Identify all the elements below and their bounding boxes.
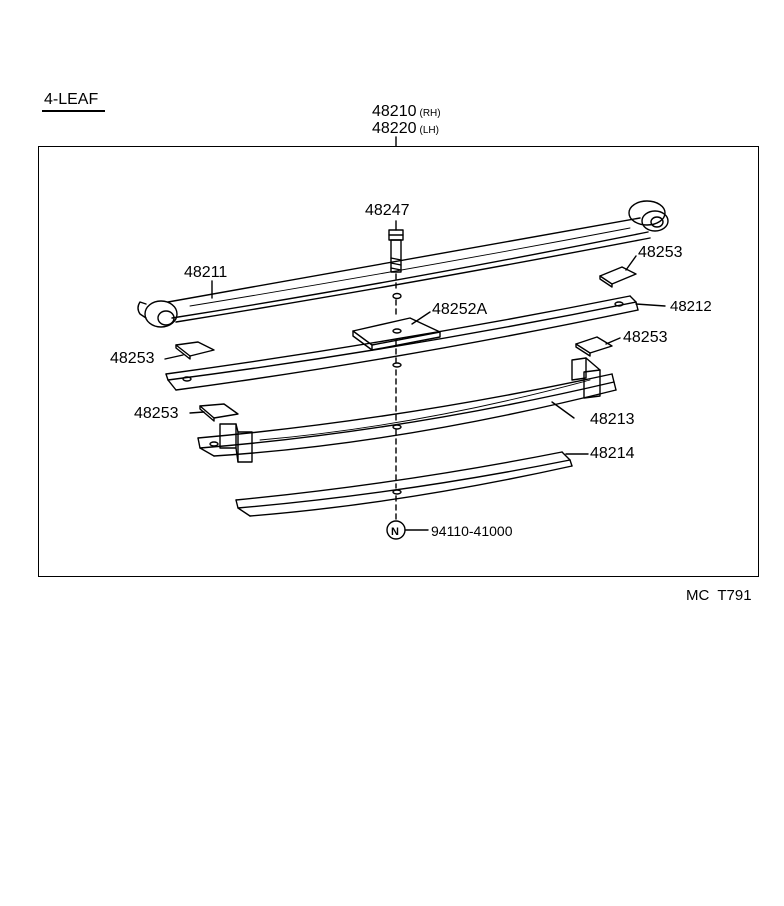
lh-part-number: 48220: [372, 120, 417, 137]
callout-48213: 48213: [590, 411, 635, 428]
callout-48212: 48212: [670, 298, 712, 315]
third-leaf-48213: [197, 357, 617, 463]
assembly-lh-part-number: 48220(LH): [372, 121, 439, 139]
callout-48214: 48214: [590, 445, 635, 462]
figure-code: MC T791: [686, 587, 752, 604]
fourth-leaf-48214: [235, 451, 573, 517]
leader-48253-left-upper: [164, 354, 184, 360]
liner-pad-left-upper: [175, 341, 215, 360]
callout-48253-mid-right: 48253: [623, 329, 668, 346]
main-leaf-48211: [137, 200, 669, 328]
liner-pad-top-right: [599, 266, 637, 288]
callout-94110-41000: 94110-41000: [431, 523, 513, 539]
lh-suffix: (LH): [419, 125, 439, 136]
leader-48253-top: [625, 255, 637, 271]
nut-symbol-letter: N: [391, 526, 399, 538]
leader-48213: [551, 401, 575, 419]
leader-lines: [164, 220, 666, 531]
leader-48253-left-lower: [189, 411, 205, 414]
second-leaf-48212: [165, 295, 639, 391]
assembly-frame: [38, 146, 759, 577]
rh-suffix: (RH): [419, 108, 441, 119]
leader-48252A: [411, 311, 431, 325]
title-underline: [42, 110, 105, 112]
leader-48212: [635, 303, 666, 307]
rh-part-number: 48210: [372, 103, 417, 120]
callout-48253-top-right: 48253: [638, 244, 683, 261]
leader-48253-mid: [605, 337, 621, 345]
callout-48211: 48211: [184, 264, 228, 281]
assembly-rh-part-number: 48210(RH): [372, 104, 441, 122]
center-bolt-48247: [388, 229, 404, 521]
liner-pad-left-lower: [199, 403, 239, 422]
callout-48253-left-upper: 48253: [110, 350, 155, 367]
callout-48247: 48247: [365, 202, 410, 219]
callout-48252A: 48252A: [432, 301, 488, 318]
diagram-title: 4-LEAF: [44, 91, 99, 108]
callout-48253-left-lower: 48253: [134, 405, 179, 422]
liner-pad-mid-right: [575, 336, 613, 357]
